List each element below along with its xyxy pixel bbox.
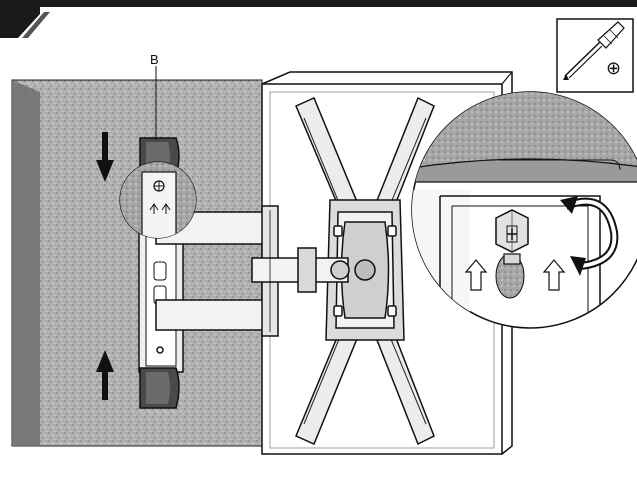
arrow-up-icon bbox=[96, 350, 114, 400]
tv-mount-bracket bbox=[295, 96, 435, 446]
articulating-arms bbox=[155, 205, 350, 337]
header-bar bbox=[0, 0, 637, 38]
arrow-up-icon bbox=[542, 259, 566, 291]
arrow-up-icon bbox=[464, 259, 488, 291]
hex-bolt-icon bbox=[495, 209, 529, 265]
phillips-screwdriver-icon bbox=[563, 21, 625, 80]
callout-label-b: B bbox=[150, 52, 159, 67]
phillips-symbol-icon: ⊕ bbox=[606, 58, 622, 79]
callout-circle-b bbox=[119, 161, 197, 239]
arrow-down-icon bbox=[96, 132, 114, 182]
wall bbox=[11, 79, 263, 447]
wall-plate-cap-bottom bbox=[139, 367, 180, 409]
rotate-clockwise-icon bbox=[560, 196, 619, 276]
